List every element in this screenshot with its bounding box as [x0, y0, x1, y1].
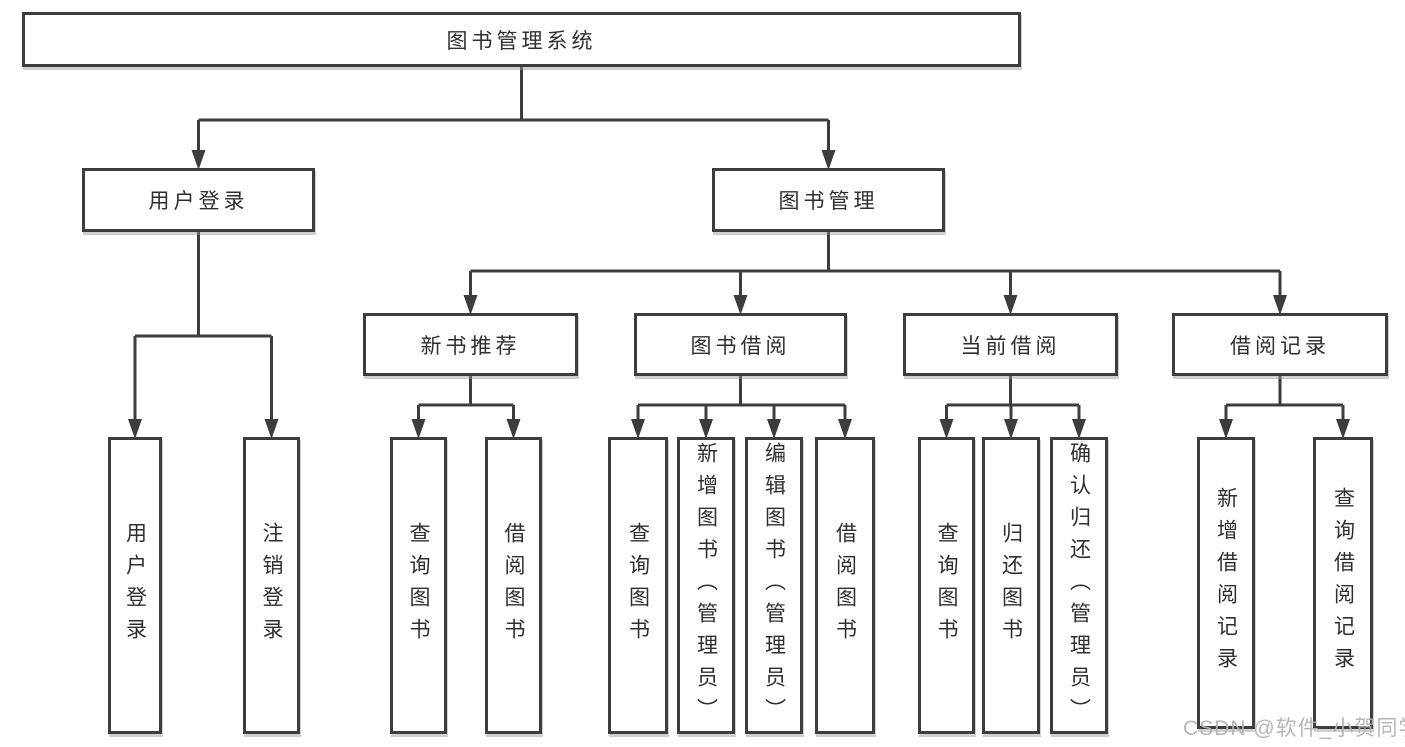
node-leaf-user-login: 用户登录 [108, 437, 162, 734]
node-book-borrow: 图书借阅 [634, 313, 847, 376]
node-label: 图书借阅 [690, 334, 791, 358]
node-label: 用户登录 [123, 521, 147, 650]
arrowhead-icon [191, 150, 206, 170]
node-leaf-query-book-1: 查询图书 [390, 437, 447, 734]
arrowhead-icon [506, 419, 521, 439]
arrowhead-icon [1003, 295, 1018, 315]
node-label: 查询图书 [626, 521, 650, 650]
node-label: 借阅记录 [1230, 334, 1330, 358]
node-root: 图书管理系统 [22, 12, 1021, 67]
node-label: 新增借阅记录 [1214, 487, 1238, 679]
node-current-borrow: 当前借阅 [903, 313, 1118, 376]
node-label: 借阅图书 [833, 521, 857, 650]
arrowhead-icon [767, 419, 781, 439]
arrowhead-icon [1336, 419, 1350, 439]
node-label: 新增图书（管理员） [694, 441, 718, 730]
arrowhead-icon [1273, 295, 1287, 315]
node-leaf-query-borrow-record: 查询借阅记录 [1313, 437, 1373, 729]
node-leaf-query-book-2: 查询图书 [608, 437, 668, 734]
node-book-mgmt: 图书管理 [712, 168, 945, 232]
arrowhead-icon [699, 419, 713, 439]
node-label: 用户登录 [148, 190, 249, 213]
arrowhead-icon [838, 419, 852, 439]
arrowhead-icon [1004, 419, 1018, 439]
node-label: 图书管理系统 [446, 29, 597, 53]
node-label: 确认归还（管理员） [1067, 441, 1091, 730]
arrowhead-icon [264, 419, 279, 439]
node-label: 图书管理 [778, 190, 879, 213]
arrowhead-icon [1219, 419, 1233, 439]
arrowhead-icon [128, 419, 142, 439]
arrowhead-icon [1072, 419, 1086, 439]
node-label: 编辑图书（管理员） [762, 441, 786, 730]
node-leaf-borrow-book-1: 借阅图书 [485, 437, 542, 734]
node-label: 当前借阅 [960, 334, 1061, 358]
node-label: 查询图书 [935, 521, 958, 650]
arrowhead-icon [733, 295, 748, 315]
node-leaf-query-book-3: 查询图书 [918, 437, 975, 734]
node-leaf-confirm-return: 确认归还（管理员） [1050, 437, 1108, 734]
node-leaf-borrow-book-2: 借阅图书 [815, 437, 875, 734]
node-label: 查询借阅记录 [1331, 487, 1355, 679]
arrowhead-icon [631, 419, 645, 439]
node-leaf-add-book: 新增图书（管理员） [677, 437, 735, 734]
arrowhead-icon [411, 419, 426, 439]
node-label: 新书推荐 [420, 334, 521, 358]
node-borrow-records: 借阅记录 [1172, 313, 1388, 376]
node-leaf-add-borrow-record: 新增借阅记录 [1197, 437, 1255, 729]
node-leaf-edit-book: 编辑图书（管理员） [745, 437, 803, 734]
node-user-login: 用户登录 [82, 168, 315, 232]
arrowhead-icon [939, 419, 954, 439]
node-new-book-rec: 新书推荐 [363, 313, 578, 376]
node-label: 借阅图书 [502, 521, 525, 650]
watermark: CSDN @软件_小贺同学 [1183, 717, 1405, 740]
node-label: 归还图书 [999, 521, 1023, 650]
arrowhead-icon [463, 295, 478, 315]
node-label: 查询图书 [407, 521, 430, 650]
node-leaf-return-book: 归还图书 [982, 437, 1040, 734]
node-label: 注销登录 [260, 521, 283, 650]
node-leaf-logout: 注销登录 [243, 437, 300, 734]
arrowhead-icon [821, 150, 836, 170]
